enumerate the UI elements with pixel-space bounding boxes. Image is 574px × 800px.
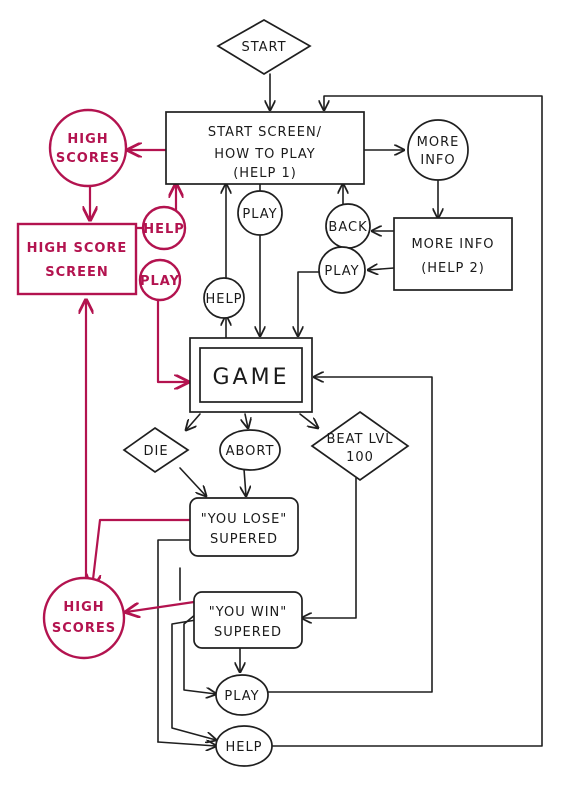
- edge-game-to-die: [186, 413, 201, 430]
- edge-win-to-help-2-loop: [171, 619, 216, 740]
- you-lose-node[interactable]: "YOU LOSE" SUPERED: [189, 497, 299, 557]
- start-screen-label-2: HOW TO PLAY: [214, 147, 316, 162]
- more-info-box-node[interactable]: MORE INFO (HELP 2): [393, 217, 513, 291]
- start-screen-label-3: (HELP 1): [233, 166, 297, 181]
- die-node[interactable]: DIE: [122, 426, 190, 474]
- high-scores-bottom-node[interactable]: HIGH SCORES: [42, 576, 126, 660]
- die-label: DIE: [143, 444, 168, 459]
- high-scores-top-label-1: HIGH: [67, 132, 108, 147]
- edge-help-2-to-start-screen: [271, 95, 543, 747]
- help-1-node[interactable]: HELP: [203, 277, 245, 319]
- edge-win-to-play-3-loop: [183, 613, 216, 694]
- beat-lvl-label-2: 100: [346, 450, 374, 465]
- abort-label: ABORT: [226, 444, 275, 459]
- edge-win-to-high-scores: [126, 600, 196, 612]
- play-pink-node[interactable]: PLAY: [138, 258, 182, 302]
- back-label: BACK: [328, 220, 367, 235]
- help-pink-node[interactable]: HELP: [141, 205, 187, 251]
- help-2-label: HELP: [225, 740, 262, 755]
- more-info-circle-label-1: MORE: [417, 135, 460, 150]
- edge-lose-to-high-scores: [92, 518, 192, 588]
- you-lose-label-2: SUPERED: [210, 532, 278, 547]
- game-node[interactable]: GAME: [189, 337, 313, 413]
- high-score-screen-label-2: SCREEN: [45, 265, 109, 280]
- more-info-circle-label-2: INFO: [420, 153, 455, 168]
- beat-lvl-label-1: BEAT LVL: [326, 432, 393, 447]
- back-node[interactable]: BACK: [325, 203, 371, 249]
- high-score-screen-node[interactable]: HIGH SCORE SCREEN: [16, 222, 138, 296]
- edge-play-3-to-game: [265, 377, 433, 693]
- play-1-label: PLAY: [242, 207, 277, 222]
- help-1-label: HELP: [205, 292, 242, 307]
- high-scores-bottom-label-2: SCORES: [52, 621, 116, 636]
- edge-box-to-play-2: [368, 268, 395, 270]
- edge-lose-to-help-2: [157, 742, 216, 746]
- play-2-label: PLAY: [324, 264, 359, 279]
- you-win-label-2: SUPERED: [214, 625, 282, 640]
- high-scores-top-node[interactable]: HIGH SCORES: [48, 108, 128, 188]
- more-info-box-label-2: (HELP 2): [421, 261, 485, 276]
- play-2-node[interactable]: PLAY: [318, 246, 366, 294]
- start-label: START: [241, 40, 286, 55]
- edge-play-pink-to-game: [156, 296, 188, 382]
- high-score-screen-label-1: HIGH SCORE: [27, 241, 128, 256]
- play-1-node[interactable]: PLAY: [237, 190, 283, 236]
- edge-beat-to-win: [302, 477, 357, 618]
- more-info-box-label-1: MORE INFO: [411, 237, 494, 252]
- play-3-node[interactable]: PLAY: [215, 674, 269, 716]
- help-pink-label: HELP: [143, 222, 185, 237]
- connectors: [157, 73, 543, 747]
- beat-lvl-node[interactable]: BEAT LVL 100: [310, 410, 410, 482]
- high-scores-top-label-2: SCORES: [56, 151, 120, 166]
- you-win-label-1: "YOU WIN": [209, 605, 287, 620]
- start-screen-node[interactable]: START SCREEN/ HOW TO PLAY (HELP 1): [165, 111, 365, 185]
- play-3-label: PLAY: [224, 689, 259, 704]
- abort-node[interactable]: ABORT: [219, 429, 281, 471]
- edge-game-to-abort: [245, 413, 248, 428]
- game-label: GAME: [213, 365, 290, 390]
- play-pink-label: PLAY: [140, 274, 180, 289]
- high-scores-bottom-label-1: HIGH: [63, 600, 104, 615]
- edge-abort-to-lose: [244, 468, 246, 496]
- edge-lose-to-play-3: [157, 539, 193, 743]
- edge-play-2-to-game: [298, 271, 321, 336]
- help-2-node[interactable]: HELP: [215, 725, 273, 767]
- edge-game-to-beat: [299, 413, 318, 428]
- more-info-circle-node[interactable]: MORE INFO: [407, 119, 469, 181]
- edge-die-to-lose: [179, 467, 206, 496]
- start-node[interactable]: START: [216, 19, 312, 75]
- you-win-node[interactable]: "YOU WIN" SUPERED: [193, 591, 303, 649]
- you-lose-label-1: "YOU LOSE": [201, 512, 288, 527]
- start-screen-label-1: START SCREEN/: [208, 125, 322, 140]
